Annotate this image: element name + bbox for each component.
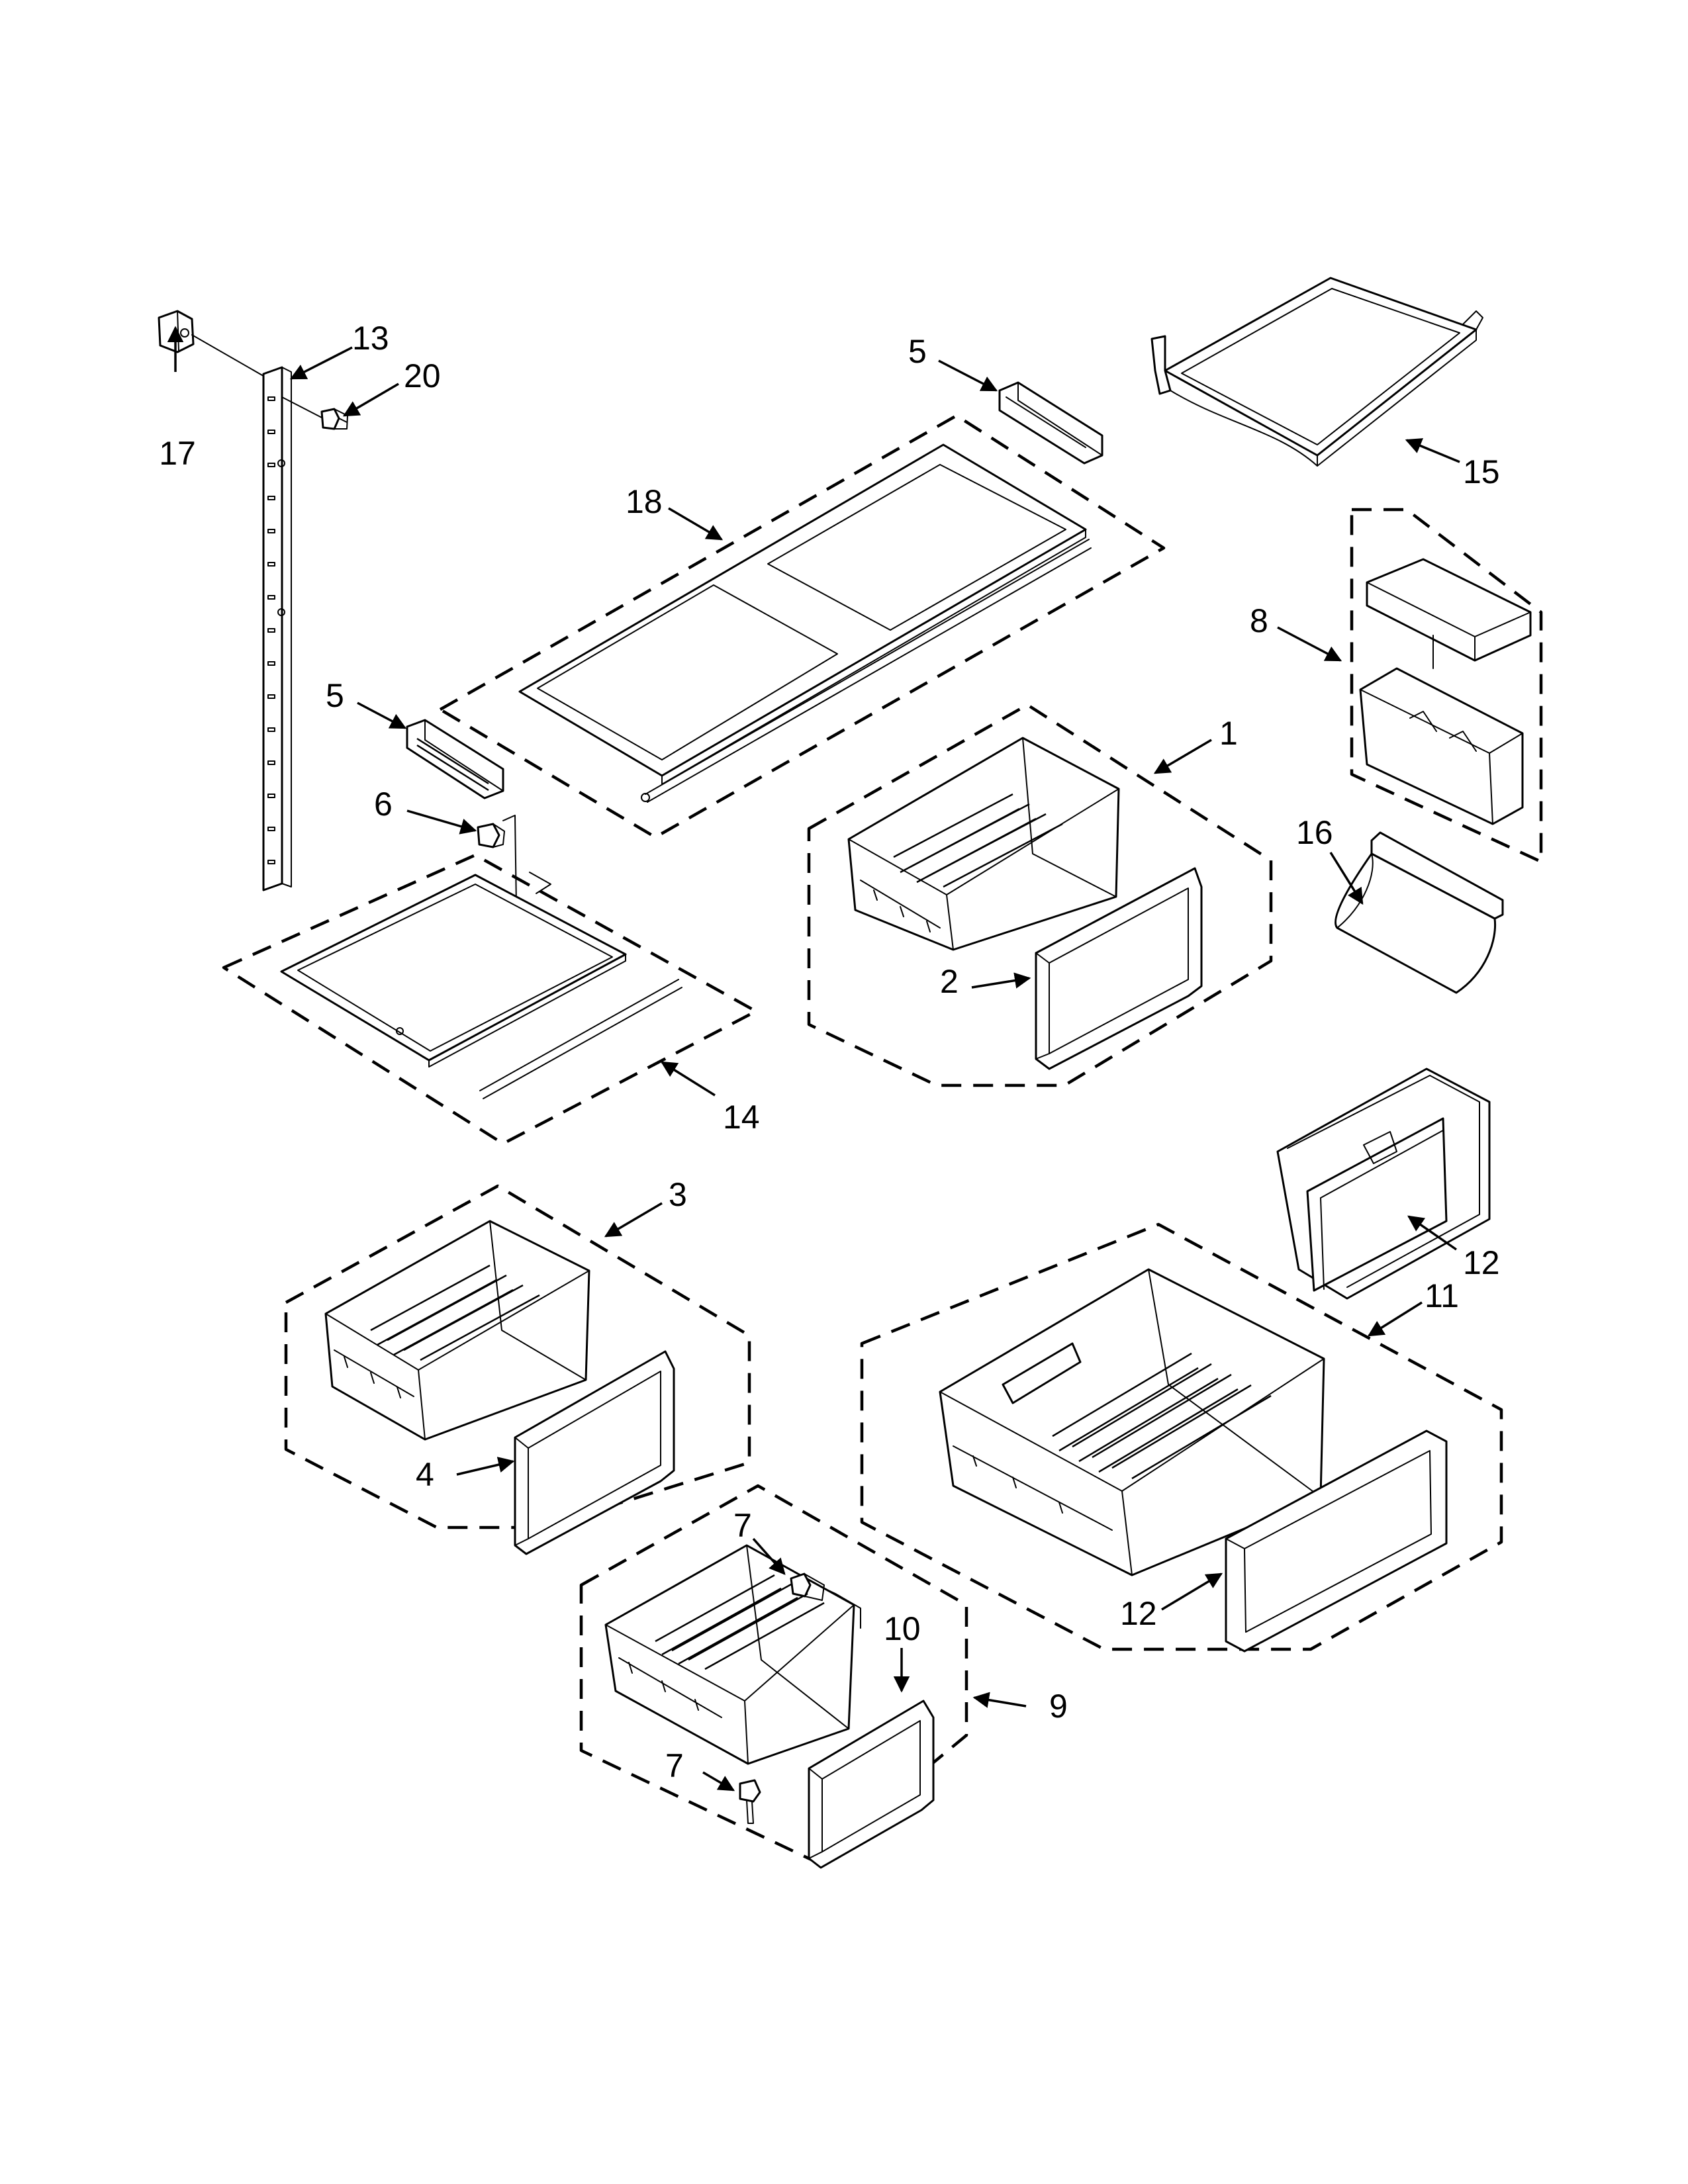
callout-18: 18: [626, 483, 663, 520]
part-13-shelf-rail: [262, 366, 292, 891]
callout-9: 9: [1049, 1688, 1068, 1725]
callout-2: 2: [940, 963, 959, 1000]
part-5-bracket-middle: [406, 719, 504, 799]
callout-12: 12: [1120, 1595, 1157, 1632]
part-14-deli-drawer: [1276, 1068, 1491, 1300]
callout-19: 17: [159, 435, 196, 472]
part-6-screw: [477, 815, 524, 907]
part-15-shelf: [1150, 277, 1483, 467]
part-11-drawer-group: [860, 1222, 1503, 1653]
callout-17: 16: [1296, 814, 1333, 851]
part-20-screw: [281, 396, 348, 430]
callout-13: 13: [352, 320, 389, 357]
part-7-screw-lower: [739, 1779, 761, 1824]
callout-16: 14: [723, 1099, 760, 1136]
callout-4: 4: [416, 1456, 434, 1493]
callout-10: 10: [884, 1610, 921, 1647]
part-8-bin-group: [1350, 508, 1543, 864]
part-7-screw-upper: [790, 1572, 861, 1629]
callout-11: 11: [1425, 1277, 1459, 1314]
callout-15: 15: [1463, 453, 1500, 490]
callout-1: 1: [1219, 715, 1238, 752]
callout-5-top: 5: [908, 333, 927, 370]
callout-20: 20: [404, 357, 441, 394]
part-1-crisper-drawer-group: [807, 703, 1273, 1087]
part-16-glass-shelf-group: [222, 853, 758, 1146]
callout-14: 12: [1463, 1244, 1500, 1281]
part-18-glass-shelf-group: [438, 414, 1166, 839]
leader-arrows: [167, 326, 1460, 1792]
part-5-bracket-top: [998, 381, 1103, 465]
callout-5-middle: 5: [326, 677, 344, 714]
callout-7-lower: 7: [665, 1747, 684, 1784]
callout-8: 8: [1250, 602, 1268, 639]
callout-labels: 17 13 20 5 15 18 8 5 1 6 16 2 14 3 12 11…: [159, 320, 1499, 1784]
callout-3: 3: [669, 1176, 687, 1213]
part-3-crisper-drawer-group: [284, 1184, 751, 1555]
part-17-deflector: [1334, 831, 1504, 994]
callout-6: 6: [374, 786, 393, 823]
part-9-drawer-group: [579, 1484, 968, 1869]
callout-7-upper: 7: [733, 1507, 752, 1544]
